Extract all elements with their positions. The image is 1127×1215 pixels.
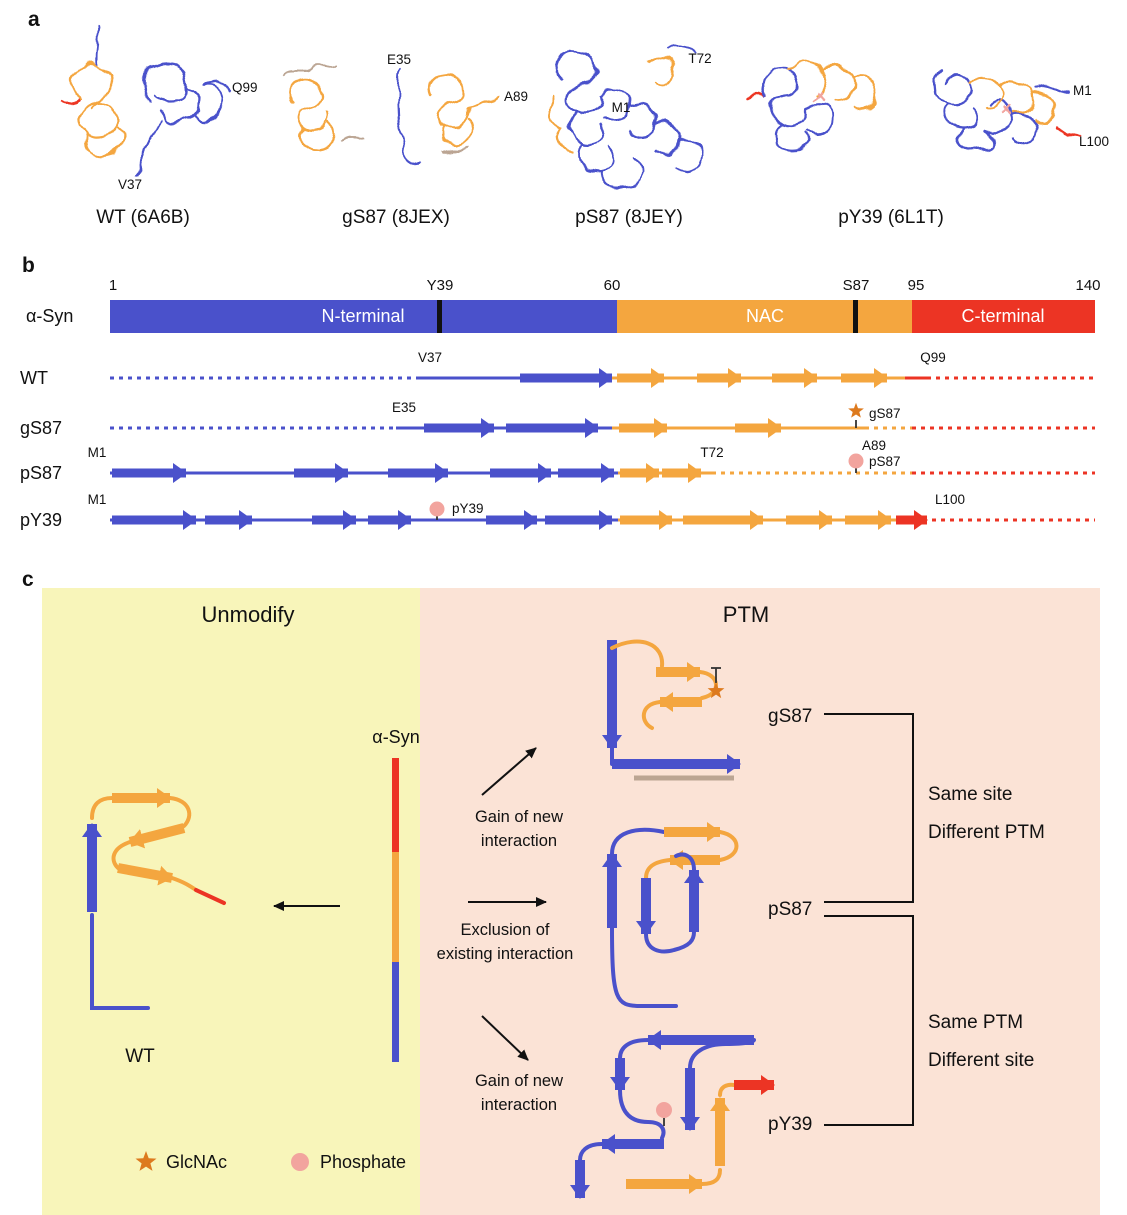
glcnac-star-icon [848, 402, 864, 418]
row-wt-label: WT [20, 368, 48, 388]
same-site-line2: Different PTM [928, 822, 1045, 843]
same-ptm-line1: Same PTM [928, 1012, 1023, 1033]
wt-schematic-label: WT [125, 1046, 155, 1067]
alpha-syn-label: α-Syn [372, 727, 419, 747]
wt-q99-label: Q99 [920, 350, 946, 365]
row-ps87-label: pS87 [20, 463, 62, 483]
structure-gs87-drawing [281, 64, 500, 164]
scale-140: 140 [1075, 277, 1100, 294]
row-py39: pY39 M1 pY39 L100 [20, 492, 1095, 530]
row-gs87: gS87 E35 gS87 A89 [20, 400, 1095, 453]
residue-label-t72: T72 [688, 51, 711, 66]
ps87-mod-label: pS87 [869, 454, 901, 469]
ps87-m1-label: M1 [88, 445, 107, 460]
gain-top-arrow: Gain of new interaction [475, 747, 563, 850]
scale-60: 60 [604, 277, 621, 294]
ptm-title: PTM [723, 602, 769, 627]
panel-c-letter: c [22, 568, 34, 591]
gs87-schematic-label: gS87 [768, 706, 812, 727]
residue-label-m1-ps87: M1 [612, 100, 631, 115]
legend: GlcNAc Phosphate [135, 1151, 406, 1172]
legend-glcnac-label: GlcNAc [166, 1152, 227, 1172]
wt-schematic: WT [82, 788, 226, 1067]
caption-gs87: gS87 (8JEX) [342, 207, 450, 228]
structure-wt-drawing [55, 27, 231, 178]
residue-label-q99: Q99 [232, 80, 258, 95]
gs87-e35-label: E35 [392, 400, 416, 415]
py39-m1-label: M1 [88, 492, 107, 507]
ps87-t72-label: T72 [700, 445, 723, 460]
exclusion-arrow: Exclusion of existing interaction [437, 897, 574, 963]
phosphate-icon [291, 1153, 309, 1171]
domain-c-terminal: C-terminal [961, 306, 1044, 326]
scale-1: 1 [109, 277, 117, 294]
gs87-mod-label: gS87 [869, 406, 901, 421]
phosphate-icon [429, 501, 445, 517]
caption-py39: pY39 (6L1T) [838, 207, 944, 228]
gain-top-line1: Gain of new [475, 808, 563, 826]
ps87-schematic-label: pS87 [768, 899, 812, 920]
exclusion-line2: existing interaction [437, 945, 574, 963]
unmodify-background [42, 588, 420, 1215]
same-site-line1: Same site [928, 784, 1012, 805]
structure-ps87-drawing [547, 45, 703, 189]
y39-tick [437, 300, 442, 333]
py39-schematic-label: pY39 [768, 1114, 812, 1135]
caption-ps87: pS87 (8JEY) [575, 207, 683, 228]
py39-mod-label: pY39 [452, 501, 484, 516]
gs87-a89-label: A89 [862, 438, 886, 453]
gs87-schematic: gS87 [602, 639, 812, 781]
alpha-syn-bar: α-Syn [372, 727, 420, 1062]
structure-py39-drawing-1 [745, 59, 879, 153]
panel-a-letter: a [28, 8, 40, 31]
phosphate-icon [848, 453, 864, 469]
row-gs87-label: gS87 [20, 418, 62, 438]
caption-wt: WT (6A6B) [96, 207, 190, 228]
residue-label-l100: L100 [1079, 134, 1109, 149]
legend-phosphate-label: Phosphate [320, 1152, 406, 1172]
gain-bottom-line2: interaction [481, 1096, 557, 1114]
row-ps87: pS87 M1 T72 pS87 [20, 445, 1095, 483]
gain-bottom-arrow: Gain of new interaction [475, 1015, 563, 1114]
domain-nac: NAC [746, 306, 784, 326]
residue-label-e35: E35 [387, 52, 411, 67]
py39-l100-label: L100 [935, 492, 965, 507]
row-wt: WT V37 Q99 [20, 350, 1095, 388]
exclusion-line1: Exclusion of [461, 921, 550, 939]
phosphate-icon [656, 1102, 672, 1118]
residue-label-v37: V37 [118, 177, 142, 192]
gain-bottom-line1: Gain of new [475, 1072, 563, 1090]
protein-label: α-Syn [26, 306, 73, 326]
panel-c: c Unmodify PTM α-Syn WT [22, 568, 1100, 1215]
scale-95: 95 [908, 277, 925, 294]
scale-y39: Y39 [427, 277, 454, 294]
domain-bar: N-terminal NAC C-terminal [110, 300, 1095, 333]
row-py39-label: pY39 [20, 510, 62, 530]
s87-tick [853, 300, 858, 333]
panel-b: b 1 Y39 60 S87 95 140 α-Syn N-terminal N… [20, 254, 1101, 530]
residue-label-a89: A89 [504, 89, 528, 104]
same-ptm-line2: Different site [928, 1050, 1034, 1071]
wt-v37-label: V37 [418, 350, 442, 365]
comparison-brackets: Same site Different PTM Same PTM Differe… [824, 713, 1045, 1126]
scale-s87: S87 [843, 277, 870, 294]
gain-top-line2: interaction [481, 832, 557, 850]
py39-schematic: pY39 [570, 1030, 812, 1199]
panel-b-letter: b [22, 254, 35, 277]
domain-n-terminal: N-terminal [321, 306, 404, 326]
unmodify-title: Unmodify [202, 602, 295, 627]
panel-a: a [28, 8, 1109, 228]
residue-label-m1-py39: M1 [1073, 83, 1092, 98]
structure-py39-drawing-2 [933, 68, 1083, 153]
ps87-schematic: pS87 [602, 822, 812, 1008]
